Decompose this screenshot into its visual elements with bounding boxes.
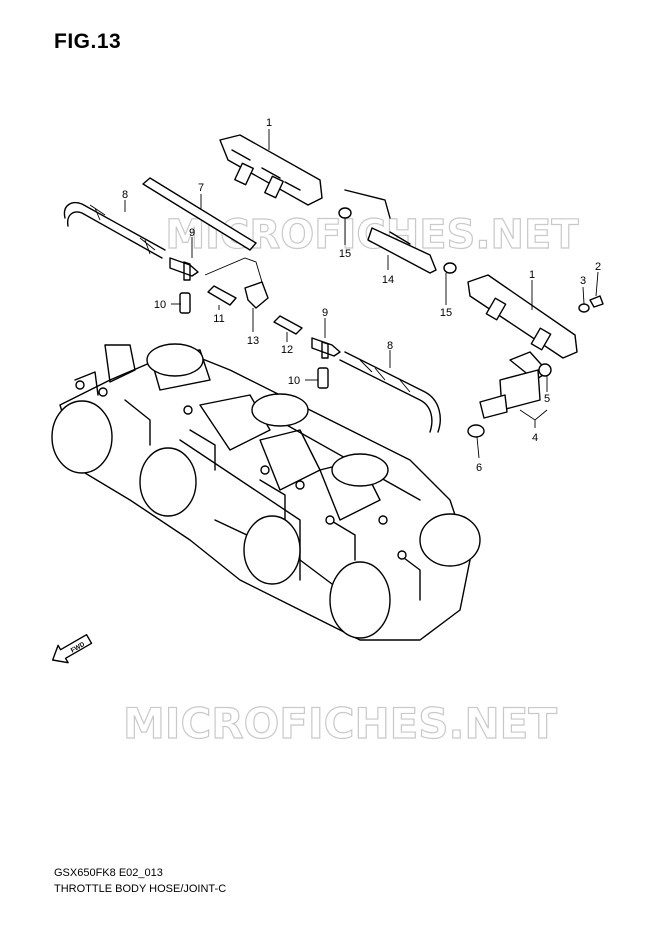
- callout-1-lower: 1: [529, 269, 535, 281]
- callout-10-upper: 10: [154, 299, 166, 311]
- callout-8-upper: 8: [122, 189, 128, 201]
- callout-13: 13: [247, 335, 259, 347]
- callout-9-lower: 9: [322, 307, 328, 319]
- hose-12: [273, 315, 303, 335]
- diagram-caption: THROTTLE BODY HOSE/JOINT-C: [54, 883, 227, 895]
- callout-15-upper: 15: [339, 248, 351, 260]
- washer-3: [578, 303, 590, 313]
- callout-8-lower: 8: [387, 340, 393, 352]
- model-code: GSX650FK8 E02_013: [54, 867, 163, 879]
- callout-2: 2: [595, 261, 601, 273]
- callout-12: 12: [281, 344, 293, 356]
- seal-6: [467, 424, 485, 438]
- leader-lines: [124, 129, 599, 459]
- callout-6: 6: [476, 462, 482, 474]
- throttle-body-assembly: [51, 343, 481, 641]
- fwd-arrow-icon: FWD: [51, 633, 93, 664]
- callout-3: 3: [580, 275, 586, 287]
- callout-4: 4: [532, 432, 538, 444]
- callout-11: 11: [213, 313, 224, 325]
- fuel-rail-upper: [219, 134, 323, 206]
- fuel-rail-lower: [467, 274, 578, 359]
- o-ring-15a: [338, 207, 352, 219]
- watermark-bottom: MICROFICHES.NET: [123, 699, 557, 748]
- callout-7: 7: [198, 182, 204, 194]
- figure-title: FIG.13: [54, 30, 122, 53]
- fuel-hose-14: [344, 189, 437, 274]
- callout-14: 14: [382, 274, 394, 286]
- screw-2: [589, 295, 604, 308]
- fuel-injector-4: [479, 351, 549, 419]
- hose-8b: [344, 351, 441, 433]
- callout-15-lower: 15: [440, 307, 452, 319]
- hose-10a: [179, 292, 191, 314]
- callout-1-upper: 1: [266, 117, 272, 129]
- callout-5: 5: [544, 393, 550, 405]
- joint-9a: [169, 257, 199, 281]
- hose-11: [207, 285, 237, 306]
- o-ring-5: [538, 363, 552, 377]
- hose-10b: [317, 367, 329, 389]
- hose-8a: [63, 201, 166, 251]
- joint-13: [244, 281, 269, 309]
- o-ring-15b: [443, 262, 457, 274]
- callout-9-upper: 9: [189, 227, 195, 239]
- hose-7: [142, 177, 257, 251]
- callout-10-lower: 10: [288, 375, 300, 387]
- joint-9b: [311, 337, 341, 359]
